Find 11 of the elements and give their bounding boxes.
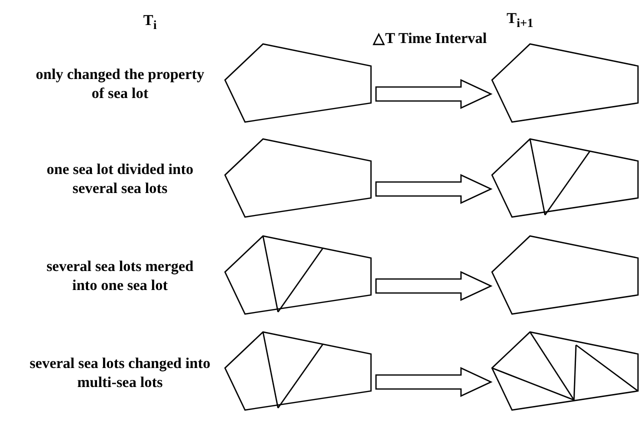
block-arrow [375,78,493,110]
block-arrow [375,174,493,204]
row-label: several sea lots merged into one sea lot [45,258,195,296]
block-arrow [375,270,493,302]
row-label: one sea lot divided into several sea lots [46,161,194,199]
interval-label: △T Time Interval [372,30,488,49]
time-label: T$_{i+1}$ [506,10,534,32]
row-label: only changed the property of sea lot [35,66,205,104]
block-arrow [375,366,493,398]
row-label: several sea lots changed into multi-sea lots [28,355,212,393]
time-label: T$_{i}$ [142,12,158,34]
